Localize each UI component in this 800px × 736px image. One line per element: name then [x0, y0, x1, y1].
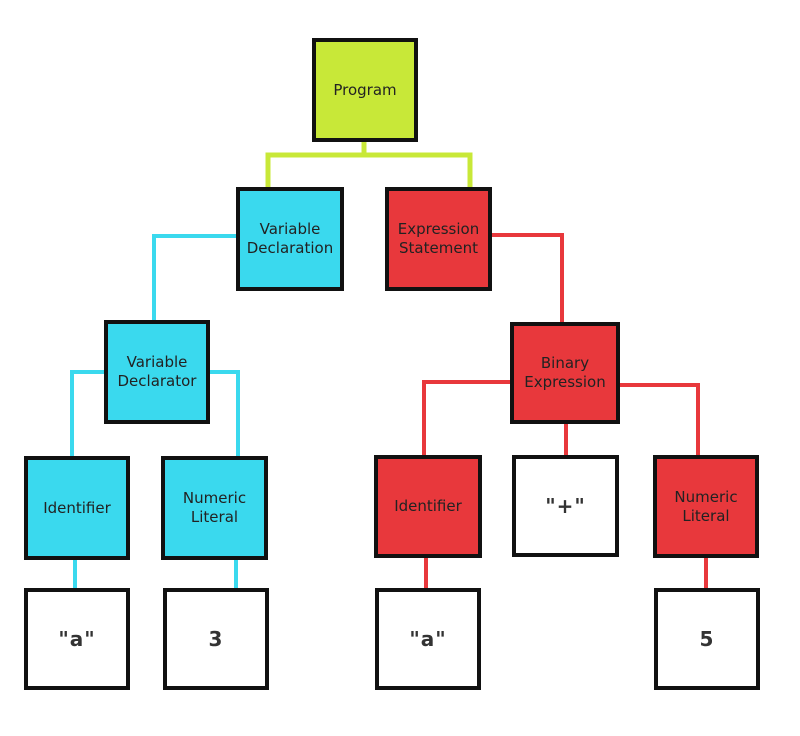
value-5-label: 5	[699, 626, 715, 651]
identifier-node-left: Identifier	[24, 456, 130, 560]
right-leaf-connectors	[424, 556, 708, 588]
binary-expression-label: Binary Expression	[524, 354, 606, 391]
value-node-3: 3	[163, 588, 269, 690]
value-node-a-right: "a"	[375, 588, 481, 690]
expression-connector	[492, 233, 564, 322]
declarator-connector	[70, 370, 240, 457]
operator-node: "+"	[512, 455, 619, 557]
program-node: Program	[312, 38, 418, 142]
numeric-literal-node-right: Numeric Literal	[653, 455, 759, 558]
program-label: Program	[333, 80, 397, 99]
binary-connector	[422, 380, 700, 455]
declaration-connector	[152, 234, 238, 320]
binary-expression-node: Binary Expression	[510, 322, 620, 424]
program-connector	[265, 140, 473, 187]
numeric-literal-right-label: Numeric Literal	[674, 487, 738, 525]
value-node-5: 5	[654, 588, 760, 690]
variable-declaration-label: Variable Declaration	[246, 220, 334, 257]
identifier-right-label: Identifier	[394, 497, 462, 515]
numeric-literal-node-left: Numeric Literal	[161, 456, 268, 560]
value-3-label: 3	[208, 626, 224, 651]
operator-label: "+"	[545, 493, 586, 518]
expression-statement-label: Expression Statement	[397, 220, 480, 257]
variable-declarator-label: Variable Declarator	[117, 353, 197, 390]
left-leaf-connectors	[73, 558, 238, 588]
value-a-right-label: "a"	[409, 626, 447, 651]
identifier-node-right: Identifier	[374, 455, 482, 558]
value-node-a-left: "a"	[24, 588, 130, 690]
variable-declarator-node: Variable Declarator	[104, 320, 210, 424]
numeric-literal-left-label: Numeric Literal	[182, 489, 247, 526]
expression-statement-node: Expression Statement	[385, 187, 492, 291]
variable-declaration-node: Variable Declaration	[236, 187, 344, 291]
value-a-left-label: "a"	[58, 626, 96, 651]
identifier-left-label: Identifier	[43, 498, 111, 517]
